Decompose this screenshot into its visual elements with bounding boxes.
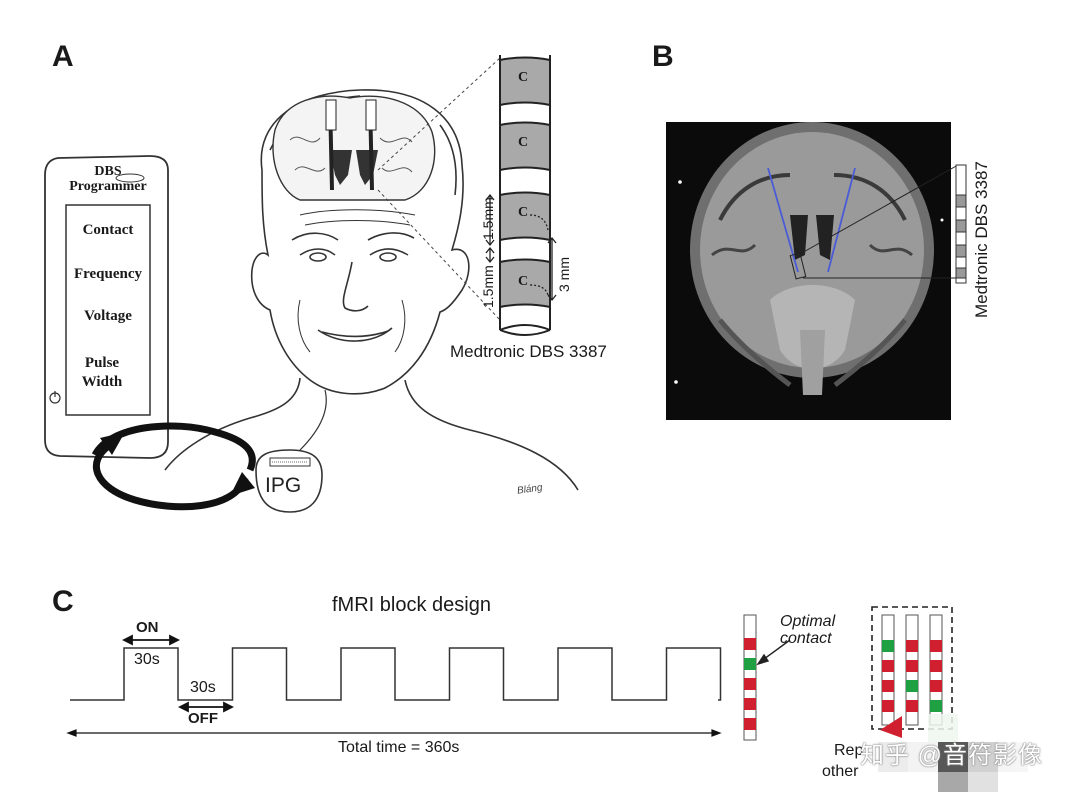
other-contacts-box xyxy=(871,606,953,730)
communication-arrowheads xyxy=(100,432,255,496)
lead-contact-label-1: C xyxy=(518,70,529,85)
block-design-title: fMRI block design xyxy=(332,594,491,616)
mri-lead-diagram xyxy=(955,164,967,284)
lead-pitch-label: 3 mm xyxy=(556,257,572,292)
mri-lead-callout xyxy=(789,164,959,280)
zoom-lines xyxy=(377,57,501,321)
optimal-contact-pointer xyxy=(756,639,791,666)
programmer-item-frequency: Frequency xyxy=(73,266,143,282)
panel-label-a: A xyxy=(52,40,74,73)
off-duration: 30s xyxy=(190,679,216,696)
lead-spacing-label-upper: 1.5mm xyxy=(480,197,496,240)
programmer-title: DBS Programmer xyxy=(69,164,147,194)
programmer-item-contact: Contact xyxy=(82,222,134,238)
patient-head-sketch xyxy=(164,89,579,491)
on-label: ON xyxy=(136,619,159,636)
programmer-item-voltage: Voltage xyxy=(84,308,132,324)
partial-label-line1: Rep xyxy=(834,742,864,759)
ipg-device xyxy=(255,389,327,513)
panel-label-b: B xyxy=(652,40,674,73)
mri-lead-model-label: Medtronic DBS 3387 xyxy=(972,161,991,318)
spacing-arrows xyxy=(485,193,557,302)
lead-contact-label-3: C xyxy=(518,205,529,220)
other-contacts-leads xyxy=(881,614,943,726)
mri-coronal-image xyxy=(666,122,951,420)
off-duration-arrow xyxy=(177,701,235,713)
dbs-lead-enlarged xyxy=(499,55,551,336)
lead-model-name: Medtronic DBS 3387 xyxy=(450,342,607,361)
block-design-waveform xyxy=(70,647,722,701)
watermark-mosaic xyxy=(878,714,1028,792)
programmer-device-body xyxy=(44,155,169,459)
lead-spacing-label-lower: 1.5mm xyxy=(480,265,496,308)
off-label: OFF xyxy=(188,710,218,727)
total-time-arrow xyxy=(66,729,722,737)
optimal-contact-label: Optimal contact xyxy=(780,613,836,647)
partial-label-line2: other xyxy=(822,763,859,780)
ipg-label: IPG xyxy=(265,474,302,497)
panel-label-c: C xyxy=(52,585,74,618)
optimal-contact-lead xyxy=(743,614,757,741)
on-duration-arrow xyxy=(121,634,181,646)
brain-coronal-sketch xyxy=(272,95,436,201)
total-time-label: Total time = 360s xyxy=(338,739,460,756)
watermark-text: 知乎 @音符影像 xyxy=(860,742,1044,769)
lead-contact-label-4: C xyxy=(518,274,529,289)
red-pointer-triangle xyxy=(880,716,902,738)
lead-contact-label-2: C xyxy=(518,135,529,150)
on-duration: 30s xyxy=(134,651,160,668)
programmer-item-pulse-width: Pulse Width xyxy=(81,355,123,390)
